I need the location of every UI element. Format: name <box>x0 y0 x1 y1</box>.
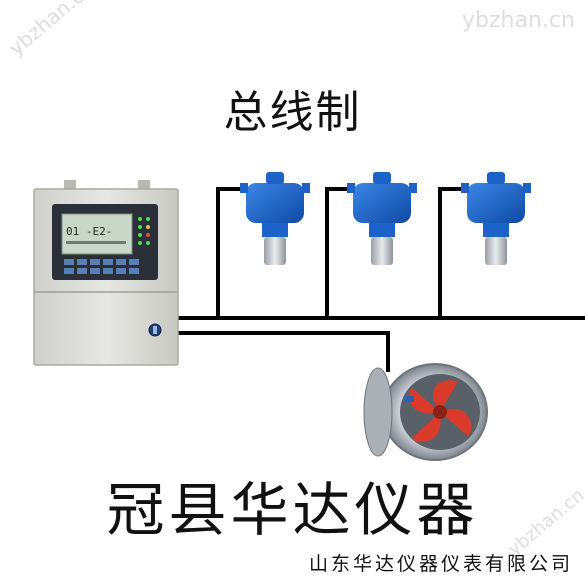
detector-2-cap <box>373 172 391 184</box>
fan-rim-side <box>363 367 393 457</box>
detector-2-wire <box>325 187 350 318</box>
watermark-top-right: ybzhan.cn <box>462 8 575 33</box>
lcd-screen <box>61 213 133 255</box>
detector-2-port-right <box>409 183 417 193</box>
keypad <box>64 259 139 274</box>
gas-detector-3 <box>461 172 531 265</box>
wiring-lines <box>178 187 585 372</box>
key-slot <box>153 326 157 334</box>
detector-1-neck <box>262 223 288 237</box>
lcd-bar <box>66 241 126 244</box>
detector-1-cap <box>266 172 284 184</box>
detector-3-sensor <box>485 237 507 265</box>
indicator-leds <box>138 217 150 245</box>
detector-3-housing <box>467 183 525 223</box>
brand-name: 冠县华达仪器 <box>106 476 479 544</box>
detector-1-sensor <box>264 237 286 265</box>
fan-blades <box>408 380 472 442</box>
detector-2-port-left <box>347 183 355 193</box>
mount-tab-left <box>64 180 76 190</box>
detector-3-wire <box>438 187 465 318</box>
detector-2-neck <box>369 223 395 237</box>
gas-detector-1 <box>240 172 310 265</box>
detector-1-port-left <box>240 183 248 193</box>
fan-label <box>404 396 414 402</box>
detector-3-port-right <box>523 183 531 193</box>
detector-3-cap <box>487 172 505 184</box>
detector-3-port-left <box>461 183 469 193</box>
diagram-title: 总线制 <box>223 87 362 138</box>
gas-alarm-controller: 01 -E2- <box>33 180 179 366</box>
detector-1-port-right <box>302 183 310 193</box>
mount-tab-right <box>138 180 150 190</box>
detector-2-sensor <box>371 237 393 265</box>
exhaust-fan <box>363 363 488 461</box>
detector-1-wire <box>216 187 244 318</box>
company-name: 山东华达仪器仪表有限公司 <box>308 553 573 575</box>
gas-detector-2 <box>347 172 417 265</box>
detector-1-housing <box>246 183 304 223</box>
detector-2-housing <box>353 183 411 223</box>
lcd-readout: 01 -E2- <box>66 225 112 238</box>
fan-hub <box>433 405 447 419</box>
detector-3-neck <box>483 223 509 237</box>
